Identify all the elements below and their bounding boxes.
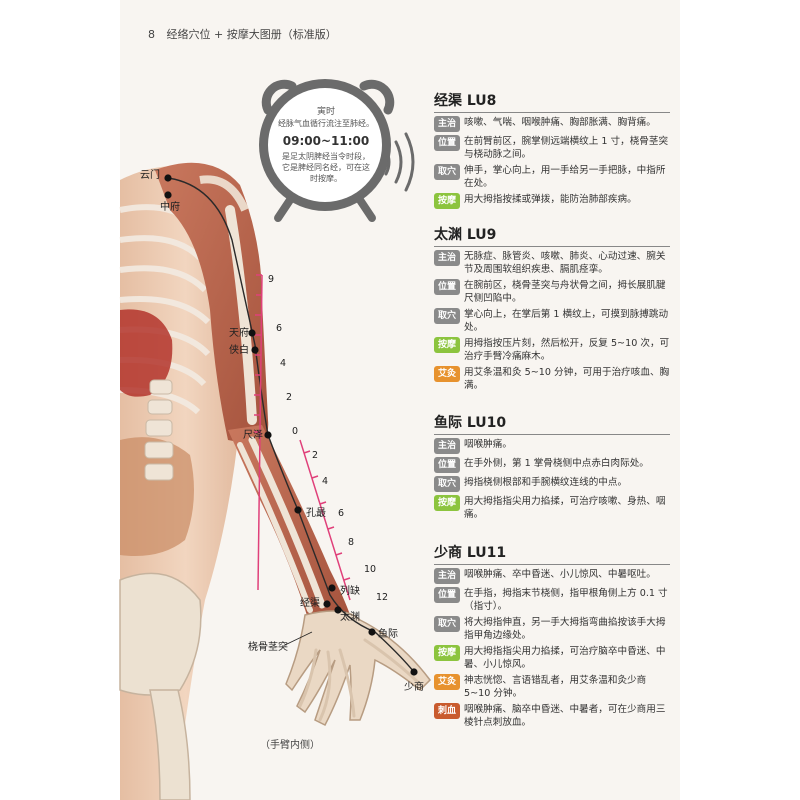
tag-badge: 位置 — [434, 135, 460, 151]
entry-text: 用大拇指按揉或弹拨，能防治肺部疾病。 — [464, 194, 637, 205]
tag-badge: 艾灸 — [434, 366, 460, 382]
tag-badge: 主治 — [434, 116, 460, 132]
entry-text: 用大拇指指尖用力掐揉，可治疗咳嗽、身热、咽痛。 — [464, 496, 666, 520]
clock-info: 寅时 经脉气血循行流注至肺经。 09:00~11:00 是足太阴脾经当令时段， … — [270, 106, 382, 184]
entry-moxibustion: 艾灸 神志恍惚、言语错乱者，用艾条温和灸少商 5~10 分钟。 — [434, 674, 670, 700]
entry-finding: 取穴 拇指桡侧根部和手腕横纹连线的中点。 — [434, 476, 670, 492]
entry-text: 在前臂前区，腕掌侧远端横纹上 1 寸，桡骨茎突与桡动脉之间。 — [464, 136, 669, 160]
entry-location: 位置 在手外侧，第 1 掌骨桡侧中点赤白肉际处。 — [434, 457, 670, 473]
entry-text: 咽喉肿痛、脑卒中昏迷、中暑者，可在少商用三棱针点刺放血。 — [464, 704, 666, 728]
tag-badge: 取穴 — [434, 308, 460, 324]
tag-badge: 艾灸 — [434, 674, 460, 690]
book-title: 经络穴位 + 按摩大图册（标准版） — [166, 28, 337, 41]
entry-text: 神志恍惚、言语错乱者，用艾条温和灸少商 5~10 分钟。 — [464, 675, 647, 699]
tag-badge: 主治 — [434, 438, 460, 454]
tag-badge: 主治 — [434, 250, 460, 266]
entry-text: 伸手，掌心向上，用一手给另一手把脉，中指所在处。 — [464, 165, 666, 189]
entry-text: 咽喉肿痛、卒中昏迷、小儿惊风、中暑呕吐。 — [464, 569, 656, 580]
entry-finding: 取穴 掌心向上，在掌后第 1 横纹上，可摸到脉搏跳动处。 — [434, 308, 670, 334]
tag-badge: 位置 — [434, 279, 460, 295]
section-yuji: 鱼际 LU10 主治 咽喉肿痛。 位置 在手外侧，第 1 掌骨桡侧中点赤白肉际处… — [434, 414, 670, 524]
section-title: 太渊 LU9 — [434, 227, 497, 243]
entry-massage: 按摩 用大拇指指尖用力掐揉，可治疗咳嗽、身热、咽痛。 — [434, 495, 670, 521]
entry-location: 位置 在腕前区，桡骨茎突与舟状骨之间，拇长展肌腱尺侧凹陷中。 — [434, 279, 670, 305]
entry-massage: 按摩 用大拇指指尖用力掐揉，可治疗脑卒中昏迷、中暑、小儿惊风。 — [434, 645, 670, 671]
entry-text: 咳嗽、气喘、咽喉肿痛、胸部胀满、胸背痛。 — [464, 117, 656, 128]
entry-bloodletting: 刺血 咽喉肿痛、脑卒中昏迷、中暑者，可在少商用三棱针点刺放血。 — [434, 703, 670, 729]
tag-badge: 主治 — [434, 568, 460, 584]
tag-badge: 取穴 — [434, 164, 460, 180]
entry-indication: 主治 咽喉肿痛。 — [434, 438, 670, 454]
tag-badge: 取穴 — [434, 476, 460, 492]
tag-badge: 按摩 — [434, 495, 460, 511]
entry-massage: 按摩 用拇指按压片刻，然后松开，反复 5~10 次，可治疗手臂冷痛麻木。 — [434, 337, 670, 363]
section-shaoshang: 少商 LU11 主治 咽喉肿痛、卒中昏迷、小儿惊风、中暑呕吐。 位置 在手指，拇… — [434, 544, 670, 732]
entry-indication: 主治 无脉症、脉管炎、咳嗽、肺炎、心动过速、腕关节及周围软组织疾患、膈肌痉挛。 — [434, 250, 670, 276]
entry-location: 位置 在手指，拇指末节桡侧，指甲根角侧上方 0.1 寸（指寸）。 — [434, 587, 670, 613]
section-title: 经渠 LU8 — [434, 93, 497, 109]
entry-text: 拇指桡侧根部和手腕横纹连线的中点。 — [464, 477, 628, 488]
section-divider — [434, 564, 670, 565]
tag-badge: 位置 — [434, 457, 460, 473]
section-taiyuan: 太渊 LU9 主治 无脉症、脉管炎、咳嗽、肺炎、心动过速、腕关节及周围软组织疾患… — [434, 226, 670, 395]
entry-text: 在腕前区，桡骨茎突与舟状骨之间，拇长展肌腱尺侧凹陷中。 — [464, 280, 666, 304]
entry-text: 无脉症、脉管炎、咳嗽、肺炎、心动过速、腕关节及周围软组织疾患、膈肌痉挛。 — [464, 251, 666, 275]
entry-text: 咽喉肿痛。 — [464, 439, 512, 450]
entry-location: 位置 在前臂前区，腕掌侧远端横纹上 1 寸，桡骨茎突与桡动脉之间。 — [434, 135, 670, 161]
section-title: 鱼际 LU10 — [434, 415, 507, 431]
clock-line-2: 经脉气血循行流注至肺经。 — [278, 119, 374, 128]
entry-indication: 主治 咽喉肿痛、卒中昏迷、小儿惊风、中暑呕吐。 — [434, 568, 670, 584]
tag-badge: 取穴 — [434, 616, 460, 632]
entry-indication: 主治 咳嗽、气喘、咽喉肿痛、胸部胀满、胸背痛。 — [434, 116, 670, 132]
section-divider — [434, 434, 670, 435]
figure-caption: （手臂内侧） — [260, 740, 320, 751]
entry-finding: 取穴 将大拇指伸直，另一手大拇指弯曲掐按该手大拇指甲角边缘处。 — [434, 616, 670, 642]
clock-time: 09:00~11:00 — [282, 134, 370, 148]
entry-text: 将大拇指伸直，另一手大拇指弯曲掐按该手大拇指甲角边缘处。 — [464, 617, 666, 641]
entry-massage: 按摩 用大拇指按揉或弹拨，能防治肺部疾病。 — [434, 193, 670, 209]
clock-line-3: 是足太阴脾经当令时段， — [282, 152, 370, 161]
tag-badge: 按摩 — [434, 193, 460, 209]
clock-line-4: 它是脾经同名经，可在这 — [282, 163, 370, 172]
section-divider — [434, 112, 670, 113]
entry-finding: 取穴 伸手，掌心向上，用一手给另一手把脉，中指所在处。 — [434, 164, 670, 190]
entry-text: 用艾条温和灸 5~10 分钟，可用于治疗咳血、胸满。 — [464, 367, 670, 391]
tag-badge: 位置 — [434, 587, 460, 603]
entry-text: 在手外侧，第 1 掌骨桡侧中点赤白肉际处。 — [464, 458, 649, 469]
entry-text: 用拇指按压片刻，然后松开，反复 5~10 次，可治疗手臂冷痛麻木。 — [464, 338, 670, 362]
entry-text: 掌心向上，在掌后第 1 横纹上，可摸到脉搏跳动处。 — [464, 309, 669, 333]
running-header: 8 经络穴位 + 按摩大图册（标准版） — [148, 26, 337, 42]
clock-line-5: 时按摩。 — [310, 174, 342, 183]
tag-badge: 按摩 — [434, 337, 460, 353]
section-jingqu: 经渠 LU8 主治 咳嗽、气喘、咽喉肿痛、胸部胀满、胸背痛。 位置 在前臂前区，… — [434, 92, 670, 212]
entry-moxibustion: 艾灸 用艾条温和灸 5~10 分钟，可用于治疗咳血、胸满。 — [434, 366, 670, 392]
entry-text: 用大拇指指尖用力掐揉，可治疗脑卒中昏迷、中暑、小儿惊风。 — [464, 646, 666, 670]
section-divider — [434, 246, 670, 247]
tag-badge: 刺血 — [434, 703, 460, 719]
entry-text: 在手指，拇指末节桡侧，指甲根角侧上方 0.1 寸（指寸）。 — [464, 588, 668, 612]
page-number: 8 — [148, 28, 155, 41]
section-title: 少商 LU11 — [434, 545, 507, 561]
clock-line-1: 寅时 — [316, 107, 335, 117]
tag-badge: 按摩 — [434, 645, 460, 661]
